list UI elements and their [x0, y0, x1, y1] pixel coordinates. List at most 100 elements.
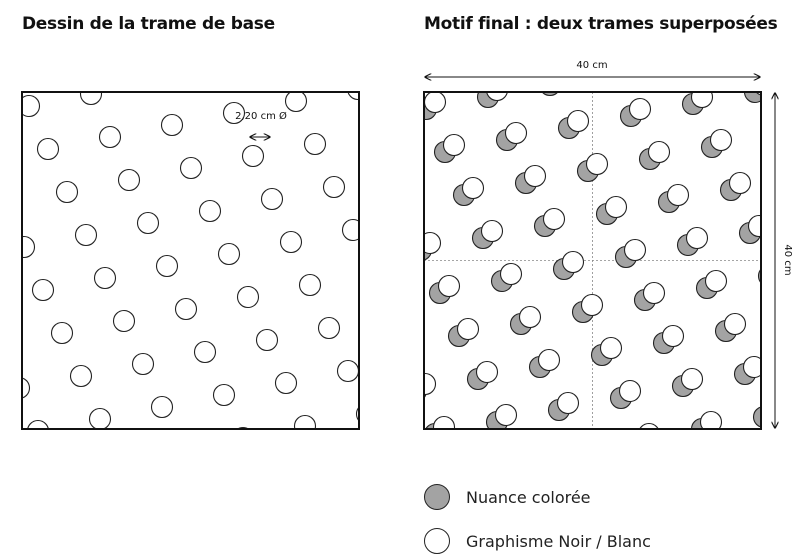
base-circle	[112, 309, 136, 333]
bw-circle	[437, 274, 461, 298]
base-circle	[79, 92, 103, 106]
base-circle	[148, 92, 158, 94]
bw-circle	[480, 219, 504, 243]
base-circle	[150, 395, 174, 419]
base-circle	[174, 297, 198, 321]
bw-circle	[424, 231, 442, 255]
bw-circle	[763, 400, 784, 421]
bw-circle	[475, 360, 499, 384]
bw-circle	[549, 68, 570, 89]
base-circle	[222, 101, 246, 125]
base-circle	[255, 328, 279, 352]
bw-circle	[666, 183, 690, 207]
bw-circle	[723, 312, 747, 336]
white-circle-icon	[424, 528, 450, 554]
base-circle	[179, 156, 203, 180]
base-circle	[136, 211, 160, 235]
bw-circle	[424, 92, 447, 114]
base-circle	[341, 218, 359, 242]
bw-circle	[690, 92, 714, 109]
bw-circle	[432, 415, 456, 429]
bw-circle	[461, 176, 485, 200]
bw-circle	[537, 348, 561, 372]
base-circle	[336, 359, 359, 383]
diameter-label: 2,20 cm Ø	[235, 110, 287, 122]
bw-circle	[642, 281, 666, 305]
base-circle	[198, 199, 222, 223]
base-circle	[241, 144, 265, 168]
base-circle	[93, 266, 117, 290]
diameter-annotation: 2,20 cm Ø	[235, 110, 287, 137]
base-circle	[298, 273, 322, 297]
bw-circle	[542, 207, 566, 231]
base-circle	[88, 407, 112, 429]
base-circle	[160, 113, 184, 137]
legend-item-bw: Graphisme Noir / Blanc	[424, 528, 651, 554]
bw-circle	[709, 128, 733, 152]
base-circle	[27, 419, 49, 429]
final-pattern-title: Motif final : deux trames superposées	[424, 14, 778, 34]
bw-circle	[680, 367, 704, 391]
bw-circle	[523, 164, 547, 188]
base-circle	[293, 414, 317, 429]
base-circle	[236, 426, 250, 429]
base-circle	[212, 383, 236, 407]
bw-circle	[747, 214, 761, 238]
base-circle	[50, 321, 74, 345]
base-circle	[31, 278, 55, 302]
bw-circle	[499, 262, 523, 286]
base-pattern-title: Dessin de la trame de base	[22, 14, 275, 34]
gray-circle-icon	[424, 484, 450, 510]
width-dimension: 40 cm	[425, 60, 760, 77]
bw-circle	[556, 391, 580, 415]
base-circle	[22, 94, 41, 118]
final-pattern-frame	[423, 91, 762, 430]
base-circle	[236, 285, 260, 309]
bw-circle	[728, 171, 752, 195]
base-circle	[260, 187, 284, 211]
base-circle	[362, 263, 383, 284]
base-circle	[303, 132, 327, 156]
bw-circle	[585, 152, 609, 176]
bw-circle	[628, 97, 652, 121]
bw-circle	[623, 238, 647, 262]
bw-circle	[486, 92, 508, 102]
bw-circle	[442, 133, 466, 157]
colored-circle	[752, 406, 761, 428]
base-circle	[155, 254, 179, 278]
bw-circle	[456, 317, 480, 341]
bw-circle	[699, 410, 723, 429]
base-circle	[69, 364, 93, 388]
bw-circle	[639, 422, 659, 429]
bw-circle	[742, 355, 761, 379]
final-pattern-dots	[424, 68, 784, 452]
height-dimension: 40 cm	[775, 93, 793, 428]
base-circle	[22, 235, 36, 259]
bw-circle	[604, 195, 628, 219]
bw-circle	[494, 403, 518, 427]
base-circle	[279, 230, 303, 254]
colored-circle	[630, 431, 651, 452]
bw-circle	[618, 379, 642, 403]
base-circle	[322, 175, 346, 199]
bw-circle	[647, 140, 671, 164]
base-pattern-frame	[21, 91, 360, 430]
base-circle	[36, 137, 60, 161]
bw-circle	[685, 226, 709, 250]
base-circle	[131, 352, 155, 376]
legend-label-colored: Nuance colorée	[466, 487, 591, 507]
base-circle	[55, 180, 79, 204]
base-circle	[274, 371, 298, 395]
base-circle	[217, 242, 241, 266]
bw-circle	[518, 305, 542, 329]
legend-item-colored: Nuance colorée	[424, 484, 591, 510]
base-circle	[193, 340, 217, 364]
bw-circle	[561, 250, 585, 274]
bw-circle	[566, 109, 590, 133]
colored-circle	[743, 92, 761, 104]
bw-circle	[661, 324, 685, 348]
base-circle	[317, 316, 341, 340]
base-circle	[74, 223, 98, 247]
bw-circle	[580, 293, 604, 317]
base-circle	[117, 168, 141, 192]
